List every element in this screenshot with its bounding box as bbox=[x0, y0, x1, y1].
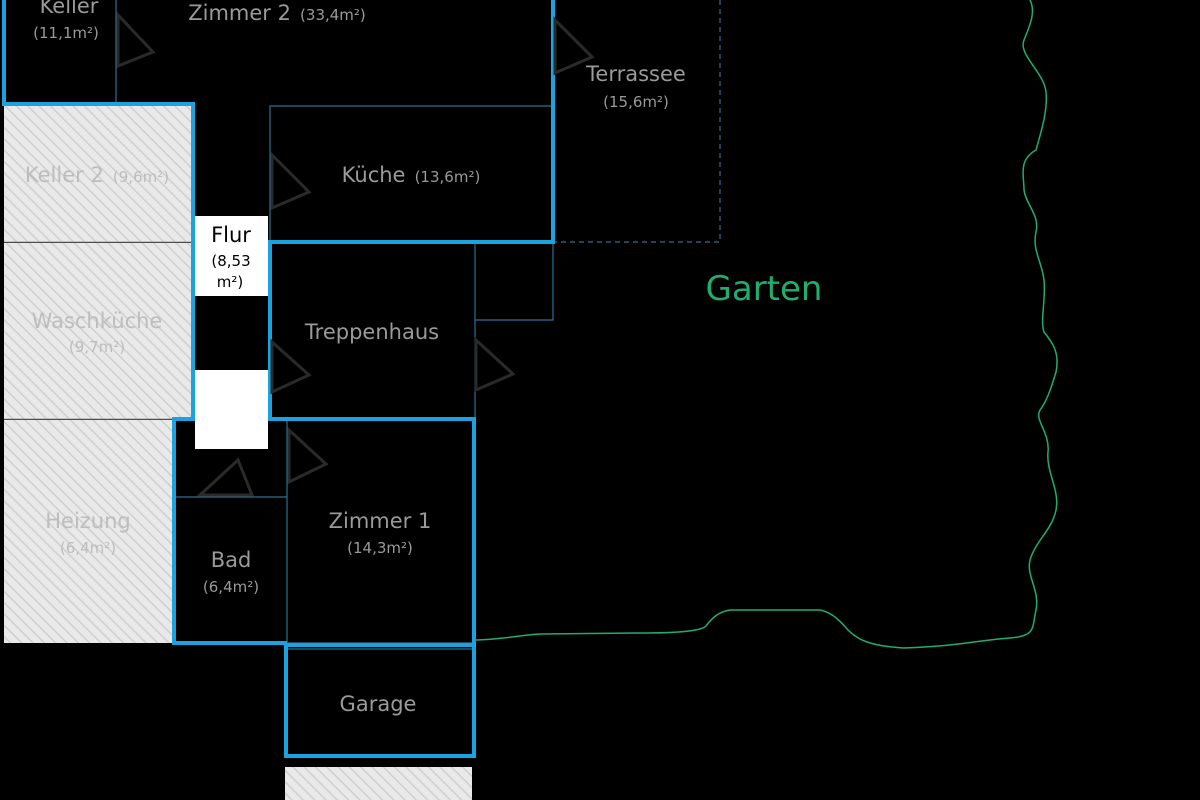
keller2-name: Keller 2 bbox=[25, 163, 104, 187]
door-icon bbox=[553, 16, 595, 76]
zimmer2-area: (33,4m²) bbox=[300, 6, 366, 24]
keller2-area: (9,6m²) bbox=[113, 168, 169, 186]
bad-name: Bad bbox=[211, 548, 252, 572]
treppenhaus-name: Treppenhaus bbox=[304, 320, 439, 344]
garage-name: Garage bbox=[340, 692, 417, 716]
door-icon bbox=[116, 11, 156, 69]
bottom-hatched-area bbox=[285, 767, 472, 800]
keller2-room[interactable] bbox=[4, 106, 192, 242]
zimmer1-name: Zimmer 1 bbox=[329, 509, 432, 533]
wall-kueche bbox=[269, 105, 553, 242]
door-icon bbox=[196, 457, 255, 497]
heizung-name: Heizung bbox=[45, 509, 131, 533]
kueche-area: (13,6m²) bbox=[415, 168, 481, 186]
flur-area-line1: (8,53 bbox=[211, 252, 250, 270]
kueche-label: Küche (13,6m²) bbox=[342, 163, 481, 187]
zimmer1-area: (14,3m²) bbox=[347, 539, 413, 557]
garden-boundary bbox=[471, 0, 1058, 649]
keller2-label: Keller 2 (9,6m²) bbox=[25, 163, 169, 187]
terrasse-area: (15,6m²) bbox=[603, 93, 669, 111]
zimmer2-name: Zimmer 2 bbox=[188, 1, 291, 25]
flur-area-line2: m²) bbox=[217, 273, 243, 291]
waschkueche-area: (9,7m²) bbox=[69, 338, 125, 356]
door-icon bbox=[270, 151, 312, 211]
waschkueche-room[interactable] bbox=[4, 243, 192, 419]
wall-treppenhaus-right bbox=[474, 242, 554, 321]
kueche-name: Küche bbox=[342, 163, 406, 187]
door-icon bbox=[270, 338, 312, 395]
flur-room[interactable] bbox=[195, 216, 268, 296]
waschkueche-name: Waschküche bbox=[32, 309, 163, 333]
wall-exterior-left bbox=[2, 0, 287, 645]
keller-name: Keller bbox=[40, 0, 99, 18]
terrasse-boundary bbox=[553, 0, 721, 243]
garage-walls bbox=[284, 643, 476, 758]
heizung-room[interactable] bbox=[4, 420, 174, 643]
door-icon bbox=[474, 336, 516, 393]
garden-label: Garten bbox=[706, 269, 823, 309]
flur-lower-area bbox=[195, 370, 268, 449]
heizung-area: (6,4m²) bbox=[60, 539, 116, 557]
flur-name: Flur bbox=[211, 223, 251, 247]
door-icon bbox=[287, 426, 329, 485]
bad-area: (6,4m²) bbox=[203, 578, 259, 596]
wall-exterior-main bbox=[268, 0, 555, 643]
terrasse-name: Terrassee bbox=[585, 62, 686, 86]
zimmer2-label: Zimmer 2 (33,4m²) bbox=[188, 1, 366, 25]
keller-area: (11,1m²) bbox=[33, 24, 99, 42]
